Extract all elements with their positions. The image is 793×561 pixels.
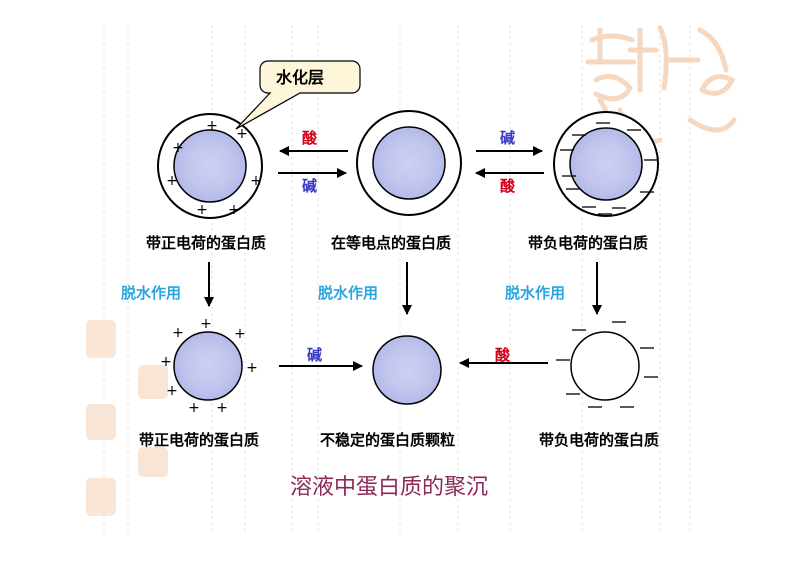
svg-text:+: + [172, 325, 184, 341]
minus-charges [560, 122, 658, 215]
svg-text:+: + [196, 202, 208, 218]
reaction-acid-top-left: 酸 [302, 129, 318, 147]
svg-text:+: + [200, 316, 212, 332]
top-right-arrows [475, 146, 544, 178]
reaction-acid-top-right: 酸 [500, 177, 516, 195]
svg-text:+: + [234, 326, 246, 342]
bottom-arrows [279, 358, 548, 371]
dehydration-arrows [204, 262, 602, 315]
svg-text:+: + [246, 360, 258, 376]
plus-charges: + + + + + + + [166, 118, 262, 218]
svg-text:+: + [172, 140, 184, 156]
svg-text:+: + [188, 400, 200, 416]
label-bottom-negative: 带负电荷的蛋白质 [539, 431, 660, 449]
svg-text:+: + [250, 173, 262, 189]
label-top-isoelectric: 在等电点的蛋白质 [331, 234, 452, 252]
svg-text:+: + [166, 173, 178, 189]
plus-charges-bottom: +++ ++ +++ [160, 316, 258, 416]
svg-text:+: + [160, 354, 172, 370]
bottom-positive-protein: +++ ++ +++ [160, 316, 258, 416]
dotted-grid [103, 25, 691, 535]
label-top-positive: 带正电荷的蛋白质 [146, 234, 267, 252]
label-bottom-positive: 带正电荷的蛋白质 [139, 431, 260, 449]
reaction-acid-bottom: 酸 [495, 346, 511, 364]
svg-text:+: + [236, 126, 248, 142]
minus-charges-bottom [556, 321, 658, 408]
top-negative-protein [553, 111, 659, 217]
diagram-title: 溶液中蛋白质的聚沉 [290, 475, 489, 500]
hydration-callout [235, 60, 361, 130]
reaction-base-bottom: 碱 [307, 346, 323, 364]
bottom-negative-protein [556, 321, 658, 408]
svg-text:+: + [216, 400, 228, 416]
top-positive-protein: + + + + + + + [157, 113, 263, 219]
top-isoelectric-protein [356, 110, 462, 216]
label-top-negative: 带负电荷的蛋白质 [528, 234, 649, 252]
dehydration-label-left: 脱水作用 [121, 284, 182, 302]
dehydration-label-right: 脱水作用 [505, 284, 566, 302]
label-bottom-unstable: 不稳定的蛋白质颗粒 [320, 431, 456, 449]
reaction-base-top-left: 碱 [302, 177, 318, 195]
bottom-unstable-particle [372, 335, 442, 405]
top-left-arrows [278, 146, 348, 178]
svg-text:+: + [206, 118, 218, 134]
reaction-base-top-right: 碱 [500, 129, 516, 147]
svg-text:+: + [228, 202, 240, 218]
callout-label: 水化层 [276, 68, 325, 87]
watermark-small-1 [86, 320, 168, 516]
svg-text:+: + [166, 383, 178, 399]
dehydration-label-middle: 脱水作用 [318, 284, 379, 302]
